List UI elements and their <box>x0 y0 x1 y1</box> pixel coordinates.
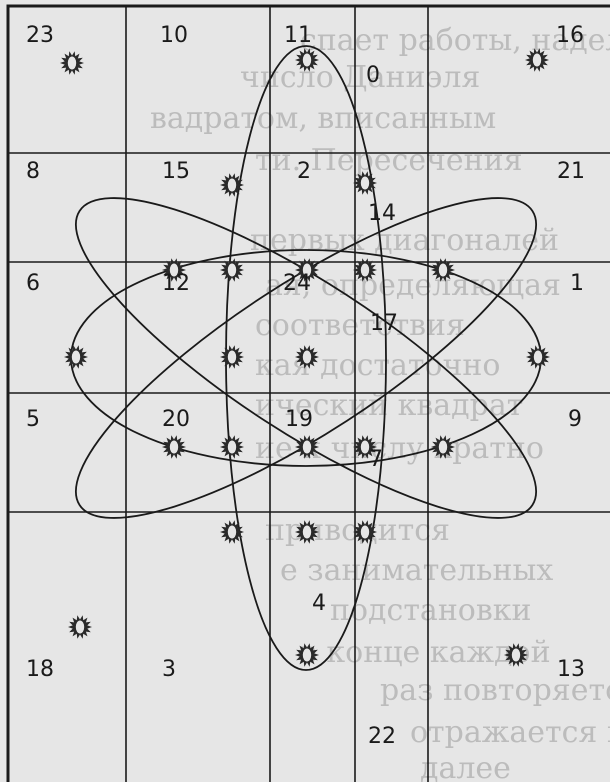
sun-gear-icon <box>353 520 377 544</box>
sun-gear-icon <box>68 615 92 639</box>
cell-number: 17 <box>370 311 398 336</box>
orbit-ellipse <box>75 197 537 519</box>
bg-line: раз повторяется <box>380 673 610 708</box>
sun-gear-icon <box>431 258 455 282</box>
sun-gear-icon <box>162 435 186 459</box>
cell-number: 1 <box>570 271 584 296</box>
sun-gear-icon <box>295 258 319 282</box>
sun-gear-icon <box>64 345 88 369</box>
bg-line: спает работы, наделен <box>300 23 610 58</box>
grid-frame <box>6 4 610 782</box>
cell-number: 22 <box>368 724 396 749</box>
cell-number: 13 <box>557 657 585 682</box>
sun-gear-icon <box>431 435 455 459</box>
bg-line: отражается в его <box>410 715 610 750</box>
sun-gear-icon <box>295 643 319 667</box>
bg-line: первых диагоналей <box>250 223 559 258</box>
cell-number: 2 <box>297 159 311 184</box>
cell-number: 11 <box>284 23 312 48</box>
bg-line: ие к числу кратно <box>255 431 544 466</box>
sun-gear-icon <box>353 258 377 282</box>
cell-number: 15 <box>162 159 190 184</box>
cell-number: 14 <box>368 201 396 226</box>
sun-gear-icon <box>60 51 84 75</box>
cell-number: 21 <box>557 159 585 184</box>
sun-gear-icon <box>295 345 319 369</box>
cell-number: 24 <box>283 271 311 296</box>
background-text-layer: спает работы, наделен число Даниэля вадр… <box>150 23 610 782</box>
sun-gear-icon <box>162 258 186 282</box>
cell-number: 4 <box>312 591 326 616</box>
cell-number: 7 <box>369 447 383 472</box>
cell-number: 8 <box>26 159 40 184</box>
cell-number: 0 <box>366 63 380 88</box>
cell-number: 19 <box>285 407 313 432</box>
cell-number: 9 <box>568 407 582 432</box>
sun-gear-icon <box>526 345 550 369</box>
bg-line: вадратом, вписанным <box>150 101 496 136</box>
bg-line: подстановки <box>330 593 532 628</box>
bg-line: ти. Пересечения <box>255 143 523 178</box>
cell-number: 5 <box>26 407 40 432</box>
bg-line: далее <box>420 751 511 782</box>
marker-layer <box>60 48 550 667</box>
sun-gear-icon <box>525 48 549 72</box>
sun-gear-icon <box>353 435 377 459</box>
bg-line: число Даниэля <box>240 60 480 95</box>
cell-number: 18 <box>26 657 54 682</box>
sun-gear-icon <box>220 435 244 459</box>
sun-gear-icon <box>295 435 319 459</box>
bg-line: ический квадрат <box>255 388 523 423</box>
sun-gear-icon <box>353 171 377 195</box>
cell-number: 6 <box>26 271 40 296</box>
cell-number: 16 <box>556 23 584 48</box>
cell-number: 3 <box>162 657 176 682</box>
sun-gear-icon <box>220 345 244 369</box>
bg-line: соответствия <box>255 308 465 343</box>
sun-gear-icon <box>295 520 319 544</box>
cell-number: 23 <box>26 23 54 48</box>
cell-number: 12 <box>162 271 190 296</box>
sun-gear-icon <box>504 643 528 667</box>
sun-gear-icon <box>220 258 244 282</box>
bg-line: е занимательных <box>280 553 553 588</box>
cell-number: 10 <box>160 23 188 48</box>
sun-gear-icon <box>220 173 244 197</box>
sun-gear-icon <box>220 520 244 544</box>
cell-number: 20 <box>162 407 190 432</box>
bg-line: кая достаточно <box>255 348 500 383</box>
orbit-ellipse <box>75 197 537 519</box>
sun-gear-icon <box>295 48 319 72</box>
